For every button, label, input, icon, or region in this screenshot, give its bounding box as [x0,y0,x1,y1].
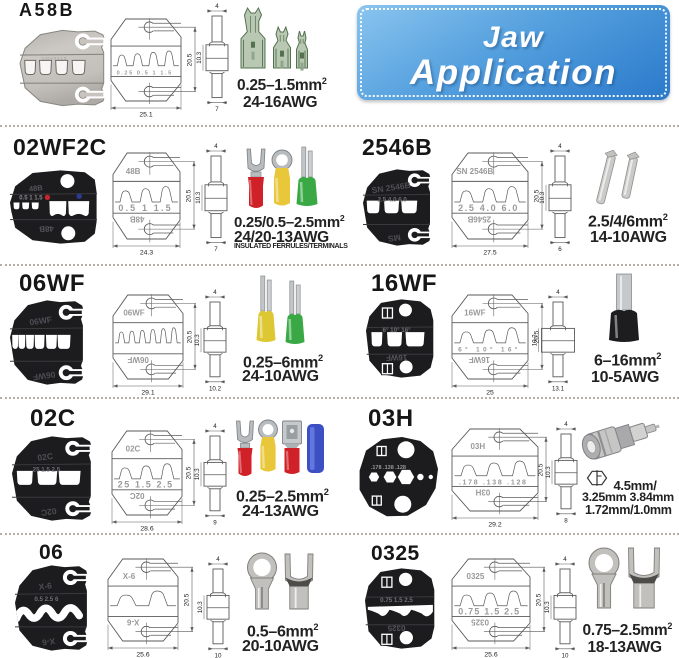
svg-text:03H: 03H [475,488,490,497]
svg-text:48B: 48B [130,215,145,224]
svg-text:10.3: 10.3 [197,601,204,614]
svg-text:25.6: 25.6 [484,652,497,658]
svg-text:20.5: 20.5 [187,330,194,343]
svg-text:20.5: 20.5 [536,593,543,606]
svg-text:02C: 02C [126,445,141,454]
svg-text:25 1.5 2.5: 25 1.5 2.5 [33,467,61,474]
svg-text:10.3: 10.3 [532,334,539,347]
svg-text:0.75 1.5 2.5: 0.75 1.5 2.5 [380,597,413,604]
svg-text:06WF: 06WF [123,309,144,318]
svg-text:4: 4 [214,143,218,150]
svg-text:03H: 03H [470,442,485,451]
svg-text:20.5: 20.5 [186,466,193,479]
svg-text:02C: 02C [40,506,57,518]
svg-text:16WF: 16WF [386,353,408,363]
svg-text:.178 .138 .128: .178 .138 .128 [371,465,406,471]
svg-text:4: 4 [558,143,562,150]
svg-text:4: 4 [216,556,220,563]
svg-text:10: 10 [215,652,222,658]
svg-text:9: 9 [213,519,217,526]
svg-text:06WF: 06WF [127,355,148,364]
svg-text:X-6: X-6 [123,572,136,581]
svg-text:0.5 1 1.5: 0.5 1 1.5 [118,203,170,213]
svg-text:6° 10° 16°: 6° 10° 16° [383,327,412,334]
svg-text:28.6: 28.6 [140,526,153,533]
svg-text:10.3: 10.3 [196,51,203,64]
svg-text:27.5: 27.5 [483,250,496,257]
svg-text:24.3: 24.3 [140,250,153,257]
svg-text:7: 7 [214,246,218,253]
svg-text:48B: 48B [126,167,141,176]
svg-text:10.3: 10.3 [194,334,201,347]
svg-text:16WF: 16WF [469,355,490,364]
svg-text:4: 4 [213,423,217,430]
svg-text:25.1: 25.1 [139,112,152,119]
svg-text:X-6: X-6 [38,580,53,592]
svg-text:48B: 48B [29,183,44,193]
svg-text:X-6: X-6 [126,618,139,627]
svg-text:0325: 0325 [471,618,489,627]
svg-text:0325: 0325 [387,623,406,633]
svg-text:10.3: 10.3 [545,466,552,479]
svg-text:SN 2546B: SN 2546B [456,167,493,176]
svg-text:20.5: 20.5 [187,53,194,66]
svg-text:2.5 4.0 6.0: 2.5 4.0 6.0 [378,196,408,203]
svg-text:20.5: 20.5 [184,593,191,606]
svg-text:20.5: 20.5 [186,189,193,202]
svg-text:16WF: 16WF [464,309,485,318]
svg-text:29.1: 29.1 [141,390,154,397]
svg-text:48B: 48B [39,224,54,234]
svg-text:4: 4 [556,289,560,296]
svg-text:06WF: 06WF [32,370,56,383]
svg-text:20.5: 20.5 [538,463,545,476]
svg-text:10.3: 10.3 [539,191,546,204]
svg-text:4: 4 [213,289,217,296]
svg-text:6° 10° 16°: 6° 10° 16° [458,346,518,354]
svg-text:0.5 2.5 6: 0.5 2.5 6 [34,596,59,603]
svg-text:6: 6 [558,246,562,253]
svg-text:4: 4 [215,3,219,10]
svg-text:7: 7 [215,106,219,113]
svg-text:25: 25 [486,390,494,397]
svg-text:25 1.5 2.5: 25 1.5 2.5 [118,480,173,490]
svg-text:8: 8 [564,517,568,524]
svg-text:13.1: 13.1 [552,385,565,392]
svg-text:10.3: 10.3 [195,191,202,204]
svg-text:2.5 4.0 6.0: 2.5 4.0 6.0 [458,203,517,213]
svg-text:0.75 1.5 2.5: 0.75 1.5 2.5 [458,606,519,616]
svg-text:25.6: 25.6 [136,652,149,658]
svg-text:10.2: 10.2 [209,385,222,392]
svg-text:0.25 0.5 1 1.5: 0.25 0.5 1 1.5 [42,55,67,60]
svg-text:2546B: 2546B [467,215,491,224]
svg-text:20.5: 20.5 [534,330,541,343]
svg-text:MS: MS [387,232,401,244]
svg-text:02C: 02C [37,451,54,463]
svg-text:10.3: 10.3 [544,601,551,614]
svg-text:06WF: 06WF [29,314,53,327]
svg-text:20.5: 20.5 [534,189,541,202]
svg-text:4: 4 [563,556,567,563]
svg-text:X-6: X-6 [41,636,56,648]
svg-text:0.25 0.5 1 1.5: 0.25 0.5 1 1.5 [117,70,172,76]
svg-text:02C: 02C [130,491,145,500]
svg-text:4: 4 [564,421,568,428]
svg-text:0.5 1 1.5: 0.5 1 1.5 [19,196,43,202]
svg-text:0325: 0325 [467,572,485,581]
svg-text:10.3: 10.3 [194,468,201,481]
svg-text:10: 10 [562,652,569,658]
svg-text:.178 .138 .128: .178 .138 .128 [459,479,526,486]
svg-text:29.2: 29.2 [488,522,501,529]
